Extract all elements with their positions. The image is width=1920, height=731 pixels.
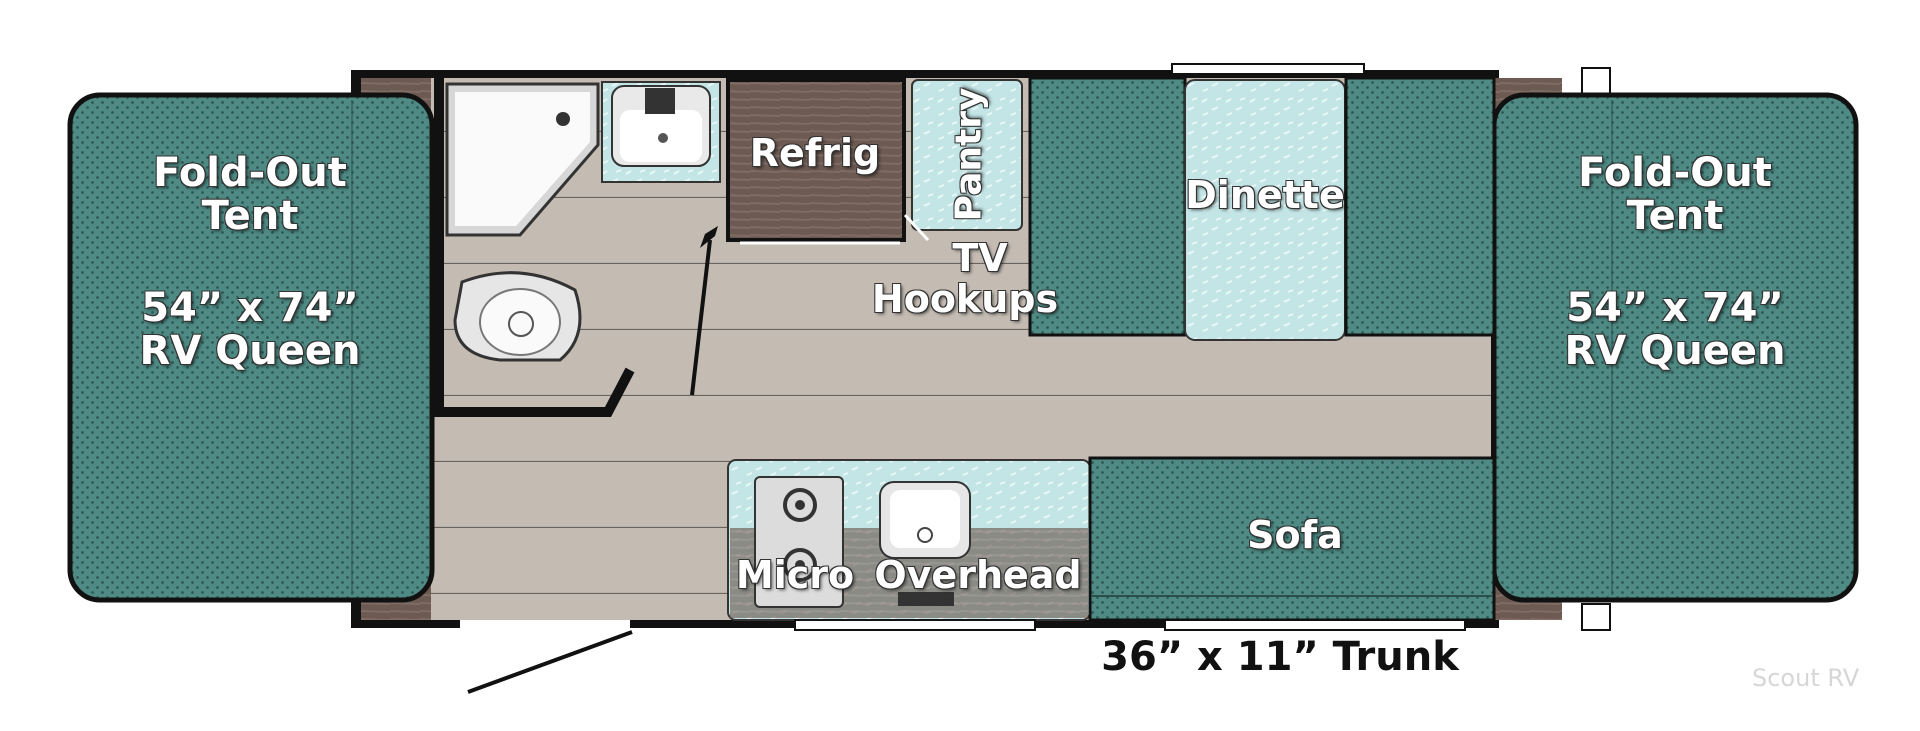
right-tent-bed (1491, 92, 1859, 603)
overhead-label: Overhead (874, 553, 1082, 597)
left-tent-title-line2: Tent (201, 193, 299, 240)
right-tent-dimensions: 54” x 74” RV Queen (1545, 285, 1805, 375)
dinette-bench-left (1028, 76, 1187, 337)
dinette-bench-right (1344, 76, 1496, 337)
pantry-cabinet (911, 79, 1023, 231)
scout-rv-watermark: Scout RV (1752, 664, 1860, 692)
sofa (1088, 456, 1496, 622)
right-tent-title: Fold-Out Tent (1545, 150, 1805, 240)
bathroom-wall (434, 78, 635, 417)
dinette-label: Dinette (1185, 173, 1345, 217)
hookups-label: Hookups (871, 277, 1059, 322)
trunk-label: 36” x 11” Trunk (1101, 634, 1459, 680)
tv-hookups-label: TV Hookups (860, 236, 1070, 322)
right-tent-title-line1: Fold-Out (1578, 150, 1772, 196)
left-tent-size: 54” x 74” (141, 285, 359, 331)
right-tent-size: 54” x 74” (1566, 285, 1784, 331)
refrigerator-label: Refrig (749, 131, 881, 175)
stove (754, 476, 844, 608)
left-tent-title-line1: Fold-Out (153, 150, 347, 196)
tv-hookups-pointer (903, 213, 930, 242)
right-tent-title-line2: Tent (1626, 193, 1724, 240)
tv-label: TV (952, 236, 1008, 280)
bathroom-door (690, 239, 712, 396)
pantry-label: Pantry (948, 87, 990, 222)
left-tent-title: Fold-Out Tent (120, 150, 380, 240)
left-tent-dimensions: 54” x 74” RV Queen (120, 285, 380, 375)
right-wall-notch-bottom (1581, 603, 1611, 631)
left-tent-bed-label: RV Queen (139, 328, 361, 375)
refrigerator (726, 78, 906, 242)
micro-label: Micro (735, 553, 855, 597)
shower-drain (556, 112, 570, 126)
sofa-label: Sofa (1247, 513, 1343, 557)
left-tent-bed (67, 92, 435, 603)
entry-door (467, 630, 633, 694)
right-tent-bed-label: RV Queen (1564, 328, 1786, 375)
